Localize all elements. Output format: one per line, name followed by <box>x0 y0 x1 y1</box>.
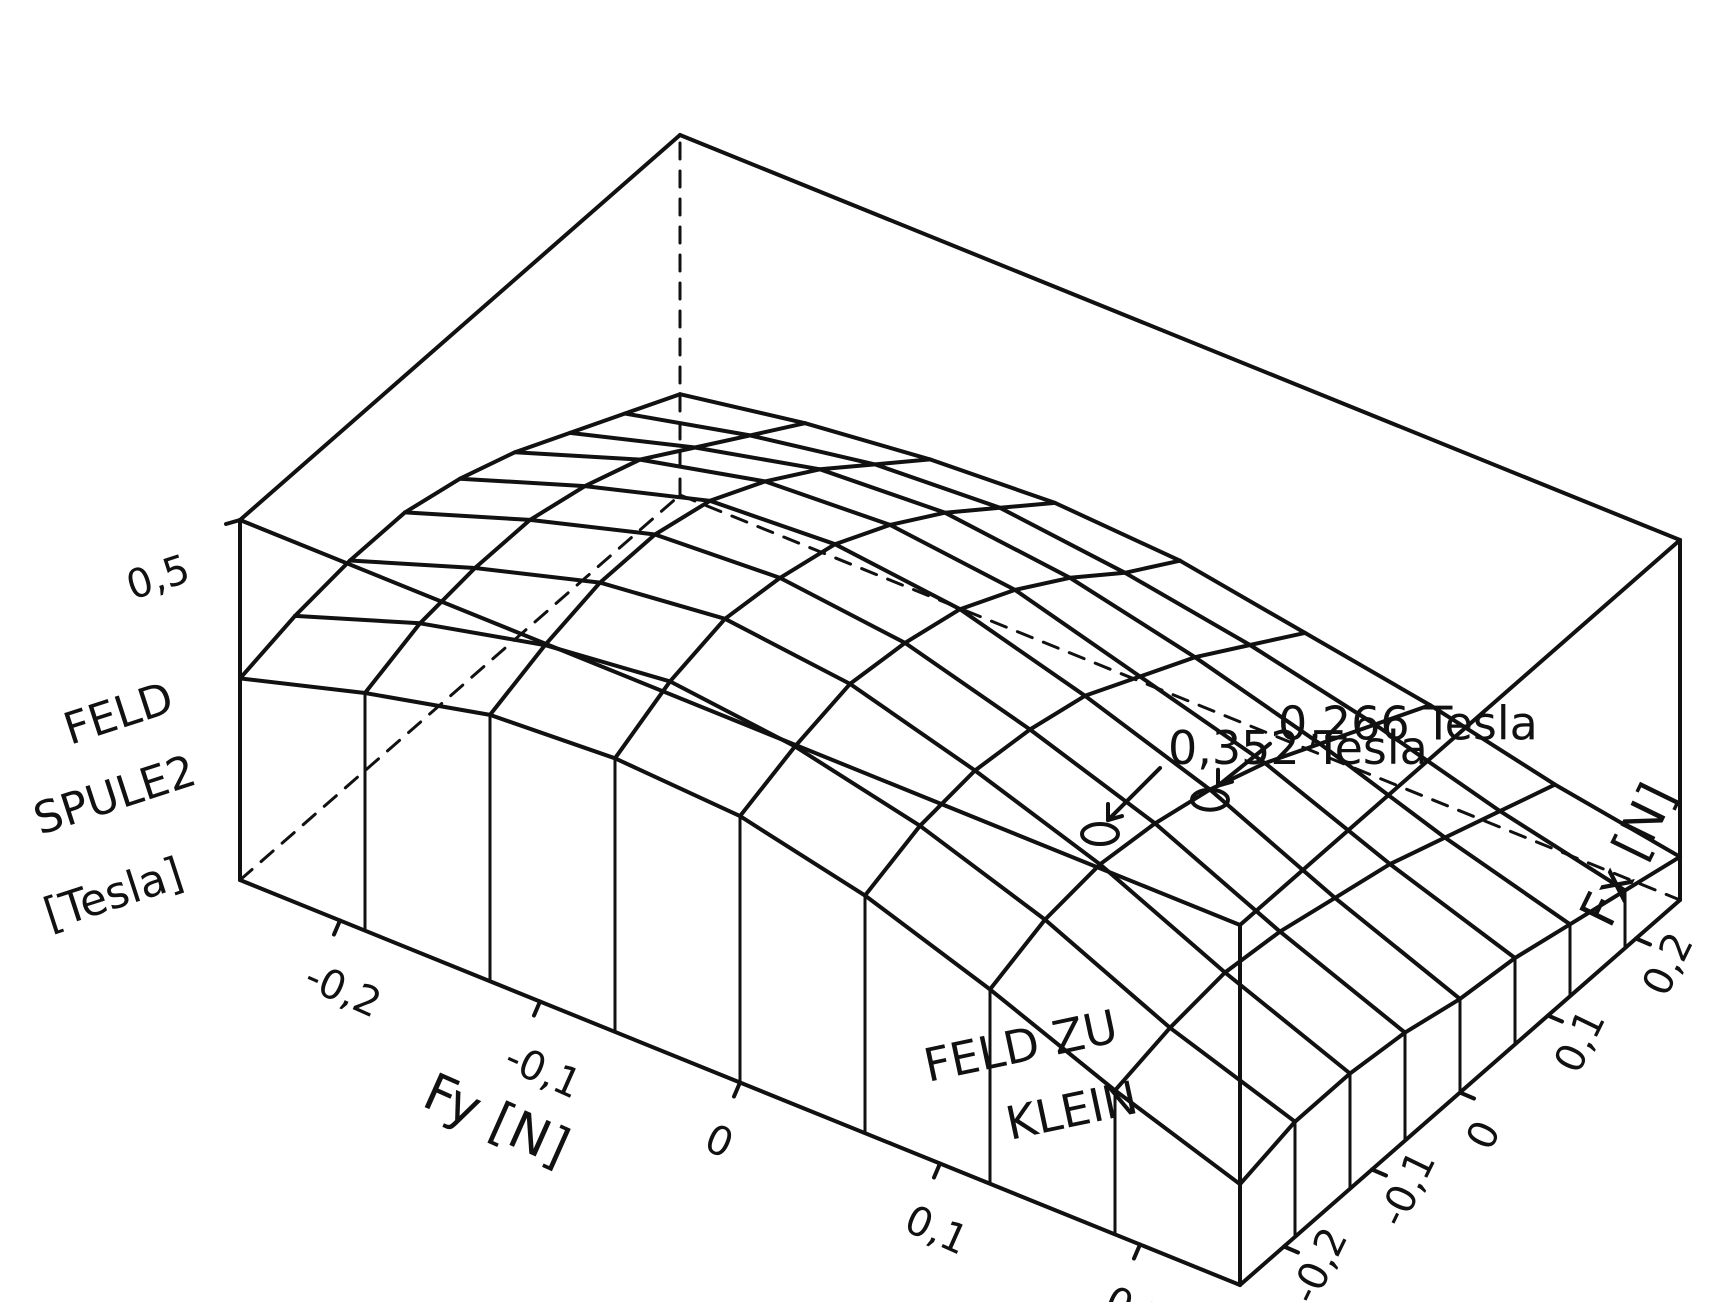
surface-line-fy <box>1113 782 1557 1093</box>
region-note-line-2: KLEIN <box>1001 1070 1142 1150</box>
z-tick-mark <box>224 518 242 526</box>
surface-line-fy <box>363 421 807 695</box>
z-axis-label-line-1: FELD <box>58 672 180 755</box>
surface-mesh <box>238 392 1682 1239</box>
box-edge-top-back-left <box>238 133 682 522</box>
surface-line-fy <box>863 630 1307 898</box>
annotation-arrow <box>1106 766 1162 823</box>
box-edge-back-floor-right <box>678 493 1682 902</box>
fx-tick-label: 0 <box>1458 1114 1511 1157</box>
z-axis-label-line-3: [Tesla] <box>38 848 190 941</box>
fy-tick-mark <box>932 1161 942 1180</box>
fx-tick-mark <box>1458 1090 1476 1101</box>
fy-tick-label: 0,2 <box>1098 1278 1175 1302</box>
fx-tick-mark <box>1370 1167 1388 1178</box>
fx-tick-mark <box>1282 1244 1300 1255</box>
fy-tick-mark <box>532 999 542 1018</box>
surface-line-fx <box>678 392 1682 859</box>
box-edge-top-front-right <box>1238 538 1682 927</box>
box-edge-top-front-left <box>238 518 1242 927</box>
fy-tick-mark <box>332 918 342 937</box>
fx-tick-label: 0,1 <box>1546 1003 1615 1080</box>
fx-tick-label: -0,1 <box>1370 1144 1446 1234</box>
fy-tick-mark <box>1132 1242 1142 1261</box>
annotation-marker <box>1080 822 1120 847</box>
annotation-arrow <box>1216 741 1272 788</box>
fy-tick-mark <box>732 1080 742 1099</box>
z-tick-label: 0,5 <box>121 546 196 609</box>
fy-tick-label: 0,1 <box>898 1197 975 1265</box>
annotation-label: 0,266 Tesla <box>1278 697 1538 751</box>
surface-line-fy <box>238 392 682 681</box>
surface-line-fy <box>613 500 1057 761</box>
fx-tick-mark <box>1546 1013 1564 1024</box>
fx-tick-label: -0,2 <box>1282 1221 1358 1302</box>
annotation-arrowhead <box>1216 779 1234 788</box>
fy-tick-label: -0,2 <box>298 954 388 1028</box>
annotation-label: 0,352 Tesla <box>1168 721 1428 775</box>
box-edge-top-back-right <box>678 133 1682 542</box>
z-axis-label-line-2: SPULE2 <box>28 745 203 845</box>
surface-line-fy <box>488 457 932 717</box>
surface-line-fy <box>738 558 1182 819</box>
box-edge-back-floor-left <box>238 493 682 882</box>
annotation-marker <box>1190 787 1230 812</box>
fx-tick-label: 0,2 <box>1634 926 1703 1003</box>
box-back-edges <box>238 133 1682 902</box>
annotation-arrowhead <box>1106 814 1124 823</box>
surface-line-fx <box>293 613 1297 1124</box>
fx-tick-mark <box>1634 936 1652 947</box>
fy-tick-label: 0 <box>698 1116 740 1168</box>
